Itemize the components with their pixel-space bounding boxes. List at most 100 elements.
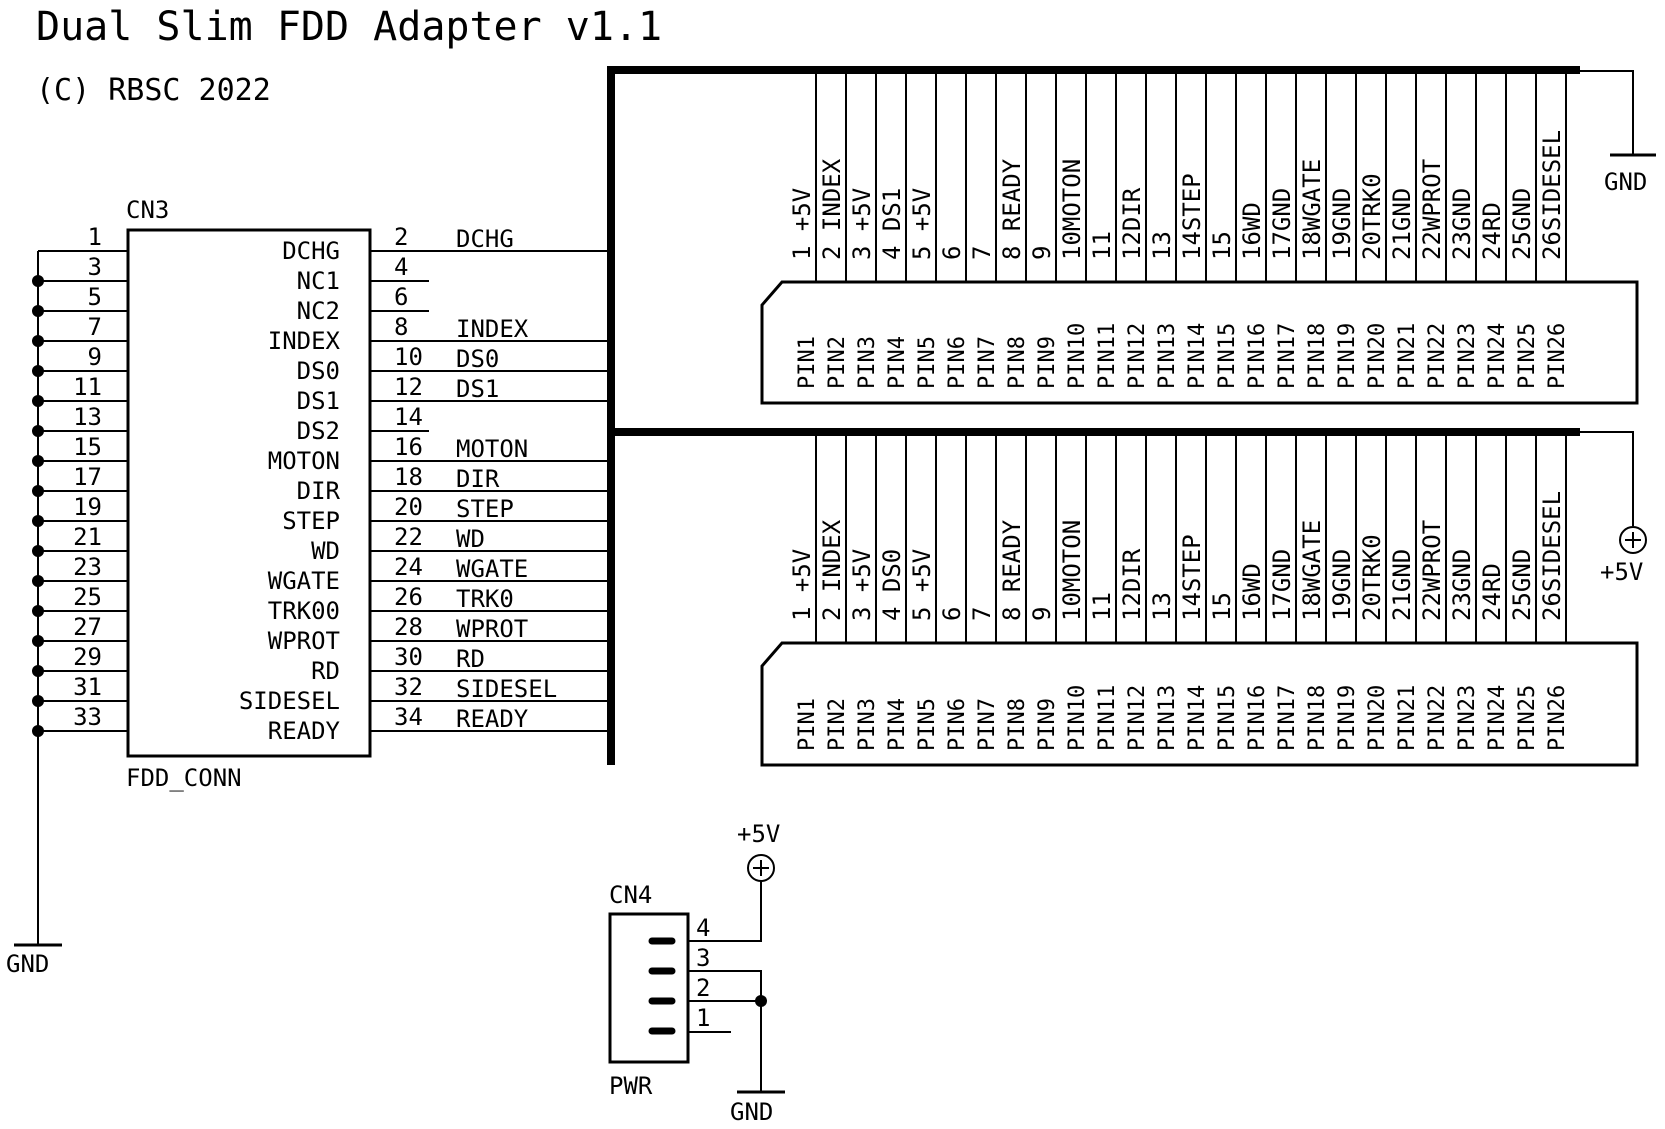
cn3-net-label: DIR [456,465,500,493]
slim-pin-label: PIN15 [1215,685,1240,751]
slim-pin-label: PIN5 [915,336,940,389]
slim-pin-label: PIN24 [1485,685,1510,751]
slim-pin-label: PIN18 [1305,685,1330,751]
slim-pin-label: PIN21 [1395,685,1420,751]
cn3-left-pin-number: 15 [73,433,102,461]
slim-pin-label: PIN14 [1185,323,1210,389]
cn3-pin-name: READY [268,717,341,745]
slim-net-label: 21GND [1388,188,1416,260]
slim-net-label: 19GND [1328,549,1356,621]
slim-pin-label: PIN10 [1065,685,1090,751]
cn3-left-pin-number: 3 [88,253,102,281]
cn3-left-pin-number: 11 [73,373,102,401]
slim-pin-label: PIN5 [915,698,940,751]
cn3-gnd-junction [32,725,44,737]
slim-net-label: 25GND [1508,188,1536,260]
slim-net-label: 20TRK0 [1358,534,1386,621]
slim-pin-label: PIN13 [1155,323,1180,389]
slim-pin-label: PIN17 [1275,323,1300,389]
slim-pin-label: PIN9 [1035,698,1060,751]
cn3-left-pin-number: 9 [88,343,102,371]
slim-pin-label: PIN19 [1335,685,1360,751]
cn4-gnd-wire [688,970,762,1092]
cn3-pin-name: DIR [297,477,341,505]
slim-pin-label: PIN12 [1125,685,1150,751]
cn3-net-label: READY [456,705,529,733]
slim-net-label: 2 INDEX [818,519,846,621]
cn4-value: PWR [609,1072,653,1100]
cn3-net-label: SIDESEL [456,675,557,703]
slim-net-label: 14STEP [1178,534,1206,621]
slim-net-label: 17GND [1268,549,1296,621]
slim-net-label: 26SIDESEL [1538,130,1566,260]
slim-pin-label: PIN22 [1425,685,1450,751]
cn3-value: FDD_CONN [126,764,242,792]
cn3-pin-name: DS0 [297,357,340,385]
cn3-net-label: WGATE [456,555,528,583]
slim-pin-label: PIN7 [975,698,1000,751]
cn3-ref: CN3 [126,196,169,224]
cn3-right-pin-number: 18 [394,463,423,491]
slim-net-label: 14STEP [1178,173,1206,260]
slim-pin-label: PIN11 [1095,685,1120,751]
cn3-left-pin-number: 19 [73,493,102,521]
cn3-left-pin-number: 33 [73,703,102,731]
slim1-body [760,280,1639,405]
slim-net-label: 26SIDESEL [1538,491,1566,621]
cn3-right-pin-number: 10 [394,343,423,371]
slim-pin-label: PIN2 [825,698,850,751]
cn3-right-pin-number: 26 [394,583,423,611]
slim-net-label: 11 [1088,592,1116,621]
cn3-gnd-junction [32,275,44,287]
slim-pin-label: PIN7 [975,336,1000,389]
slim-net-label: 13 [1148,592,1176,621]
cn4-ref: CN4 [609,881,652,909]
slim-net-label: 8 READY [998,519,1026,621]
cn3-gnd-junction [32,575,44,587]
slim-net-label: 23GND [1448,188,1476,260]
cn3-gnd-junction [32,695,44,707]
slim2-5v-label: +5V [1600,558,1643,586]
cn3-right-pin-number: 16 [394,433,423,461]
cn3-gnd-junction [32,635,44,647]
copyright-text: (C) RBSC 2022 [36,73,271,108]
cn3-left-pin-number: 21 [73,523,102,551]
slim-net-label: 19GND [1328,188,1356,260]
cn3-left-pin-number: 13 [73,403,102,431]
slim-pin-label: PIN22 [1425,323,1450,389]
slim-net-label: 22WPROT [1418,159,1446,260]
cn3-net-label: DS1 [456,375,499,403]
cn3-right-pin-number: 8 [394,313,408,341]
cn3-pin-name: DS1 [297,387,340,415]
cn3-body [126,228,372,758]
cn3-gnd-junction [32,365,44,377]
cn3-net-label: INDEX [456,315,529,343]
slim-pin-label: PIN12 [1125,323,1150,389]
cn3-gnd-junction [32,665,44,677]
slim-pin-label: PIN20 [1365,323,1390,389]
slim-net-label: 24RD [1478,563,1506,621]
slim2-5v-wire [1580,431,1634,526]
cn3-pin-name: INDEX [268,327,341,355]
slim-pin-label: PIN3 [855,336,880,389]
slim-pin-label: PIN6 [945,698,970,751]
slim-net-label: 7 [968,246,996,260]
cn3-net-label: WPROT [456,615,528,643]
cn3-right-pin-number: 2 [394,223,408,251]
bus-upper [607,66,1580,765]
slim-pin-label: PIN23 [1455,323,1480,389]
cn3-net-label: STEP [456,495,514,523]
slim-net-label: 13 [1148,231,1176,260]
cn3-pin-name: DS2 [297,417,340,445]
cn4-5v-wire [688,881,762,942]
cn4-5v-label: +5V [737,820,780,848]
slim-net-label: 16WD [1238,202,1266,260]
cn3-gnd-junction [32,605,44,617]
cn3-gnd-junction [32,395,44,407]
cn3-right-pin-number: 6 [394,283,408,311]
cn3-left-pin-number: 31 [73,673,102,701]
